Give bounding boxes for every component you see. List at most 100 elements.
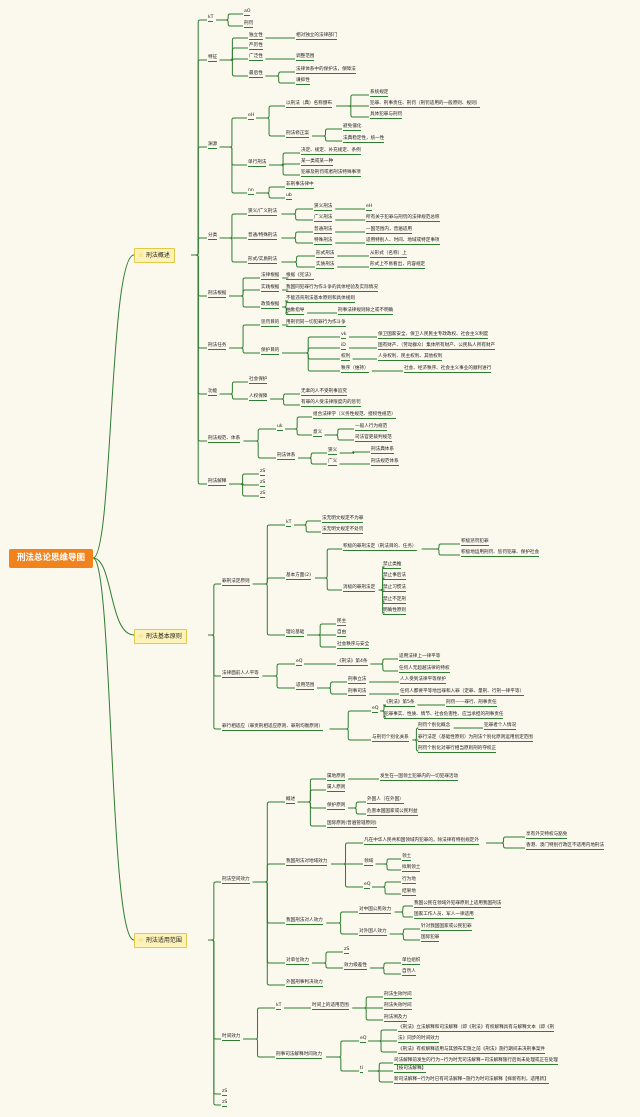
topic-node[interactable]: 一般人行为规范	[355, 424, 388, 431]
topic-node[interactable]: 广义刑法	[314, 215, 333, 222]
topic-node[interactable]: 广泛性	[249, 54, 263, 61]
root-topic[interactable]: 刑法总论思维导图	[9, 549, 93, 568]
topic-node[interactable]: 狭义刑法	[314, 204, 333, 211]
topic-node[interactable]: 明确性原则	[383, 608, 406, 615]
topic-node[interactable]: 拟制领土	[402, 865, 421, 872]
topic-node[interactable]: 无辜的人不受刑事追究	[301, 389, 347, 396]
topic-node[interactable]: 刑罚	[244, 21, 254, 28]
topic-node[interactable]: 国有财产、（劳动群众）集体所有财产、公民私人所有财产	[378, 343, 496, 350]
topic-node[interactable]: 积极惩罚犯罪	[461, 539, 489, 546]
topic-node[interactable]: 根据《宪法》	[286, 273, 314, 280]
topic-node[interactable]: 禁止类推	[383, 562, 402, 569]
topic-node[interactable]: 刑罚个别化对罪行相当原则刑的夺权正	[418, 746, 497, 753]
topic-node[interactable]: 法无明文规定不为罪	[322, 516, 364, 523]
topic-node[interactable]: 任何人都要平等地出罪和入罪（定罪、量刑、行刑一律平等）	[400, 689, 525, 696]
topic-node[interactable]: 领土	[402, 854, 412, 861]
topic-node[interactable]: 积极地运用刑罚、惩罚犯罪、保护社会	[461, 550, 540, 557]
topic-node[interactable]: 禁止事后法	[383, 573, 406, 580]
topic-node[interactable]: 时间上的适用范围	[312, 1003, 349, 1010]
topic-node[interactable]: 刑法任务	[208, 343, 227, 350]
topic-node[interactable]: 刑事司法解释时间效力	[276, 1052, 322, 1059]
topic-node[interactable]: eH	[366, 204, 373, 211]
topic-node[interactable]: zS	[260, 480, 266, 487]
topic-node[interactable]: zS	[222, 1100, 228, 1107]
topic-node[interactable]: 刑法溯及力	[384, 1015, 407, 1022]
topic-node[interactable]: 《刑法》第5条	[384, 700, 415, 707]
topic-node[interactable]: 刑法空间效力	[222, 877, 250, 884]
topic-node[interactable]: 犯罪及刑罚或者刑法特殊事项	[301, 170, 361, 177]
topic-node[interactable]: 我国公民在领域外犯罪原则上适用我国刑法	[414, 901, 502, 908]
topic-node[interactable]: 刑法生效时间	[384, 992, 412, 999]
topic-node[interactable]: 对外国人效力	[359, 929, 387, 936]
topic-node[interactable]: 概述	[286, 797, 296, 804]
topic-node[interactable]: 适用范围	[296, 683, 315, 690]
topic-node[interactable]: 秩序（维持）	[341, 366, 369, 373]
topic-node[interactable]: eQ	[364, 882, 371, 889]
topic-node[interactable]: zS	[222, 1089, 228, 1096]
topic-node[interactable]: 普通/特殊刑法	[248, 233, 278, 240]
topic-node[interactable]: 人人受到法律平等保护	[400, 677, 446, 684]
topic-node[interactable]: 刑事司法	[348, 689, 367, 696]
topic-node[interactable]: 严厉性	[249, 43, 263, 50]
topic-node[interactable]: 我国同犯罪行为作斗争的具体经验及实际情况	[286, 285, 378, 292]
topic-node[interactable]: nn	[248, 188, 254, 195]
topic-node[interactable]: 一国范围内，普遍适用	[366, 227, 412, 234]
topic-node[interactable]: 理论基础	[286, 630, 305, 637]
topic-node[interactable]: 广义	[328, 459, 338, 466]
topic-node[interactable]: 刑事法律规则除之或不明确	[338, 308, 394, 315]
topic-node[interactable]: 相对独立的法律部门	[296, 33, 338, 40]
topic-node[interactable]: 刑事立法	[348, 677, 367, 684]
topic-node[interactable]: 国家工作人员、军人一律适用	[414, 912, 474, 919]
topic-node[interactable]: 功能	[208, 389, 218, 396]
topic-node[interactable]: 外国刑事判决效力	[286, 980, 323, 987]
topic-node[interactable]: 社会、经济秩序、社会主义事业的顺利进行	[404, 366, 492, 373]
topic-node[interactable]: 惩罚目的	[261, 320, 280, 327]
topic-node[interactable]: 具体犯罪与刑罚	[370, 112, 403, 119]
topic-node[interactable]: 自然人	[402, 969, 416, 976]
topic-node[interactable]: 我国刑法对人效力	[286, 918, 323, 925]
topic-node[interactable]: 适用特别人、时间、地域或特定事项	[366, 238, 440, 245]
topic-node[interactable]: 分类	[208, 233, 218, 240]
topic-node[interactable]: 人权保障	[249, 394, 268, 401]
topic-node[interactable]: zS	[260, 491, 266, 498]
topic-node[interactable]: 决定、规定、补充规定、条例	[301, 148, 361, 155]
topic-node[interactable]: zS	[260, 469, 266, 476]
topic-node[interactable]: 避免僵化	[343, 124, 362, 131]
topic-node[interactable]: 国际原则(普遍管辖原则)	[327, 821, 377, 828]
topic-node[interactable]: 消极的罪刑法定	[343, 585, 376, 592]
topic-node[interactable]: 形式刑法	[316, 251, 335, 258]
topic-node[interactable]: 某一类或某一种	[301, 159, 334, 166]
topic-node[interactable]: 社会秩序与安全	[337, 642, 370, 649]
topic-node[interactable]: 与刑罚个别化关系	[372, 735, 409, 742]
topic-node[interactable]: 罪行相适应（罪责刑相适应原则、罪刑均衡原则）	[222, 724, 324, 731]
topic-node[interactable]: 非刑事法律中	[286, 182, 314, 189]
topic-node[interactable]: 狭义/广义刑法	[248, 209, 278, 216]
topic-node[interactable]: 系统规定	[370, 90, 389, 97]
topic-node[interactable]: zS	[344, 947, 350, 954]
topic-node[interactable]: 保护目的	[261, 348, 280, 355]
topic-node[interactable]: 刑罚——罪行、刑事责任	[446, 700, 497, 707]
topic-node[interactable]: 法律体系中的保护法，保障法	[296, 67, 356, 74]
topic-node[interactable]: 保卫国家安全、保卫人民民主专政政权、社会主义制度	[378, 332, 489, 339]
topic-node[interactable]: 对单位效力	[286, 958, 309, 965]
topic-node[interactable]: 发生在一国领土犯罪内的一切犯罪活动	[380, 774, 459, 781]
topic-node[interactable]: 犯罪事实、性质、情节、社会危害性、应当承担的刑事责任	[384, 712, 504, 719]
topic-node[interactable]: 人身权利、民主权利、其他权利	[378, 354, 443, 361]
topic-node[interactable]: 所有关于犯罪与刑罚的法律规范总称	[366, 215, 440, 222]
topic-node[interactable]: 国际犯罪	[421, 935, 440, 942]
topic-node[interactable]: 社会保护	[249, 377, 268, 384]
topic-node[interactable]: 行为地	[402, 877, 416, 884]
topic-node[interactable]: 刑法根据	[208, 291, 227, 298]
topic-node[interactable]: uk	[277, 424, 283, 431]
topic-node[interactable]: 实质刑法	[316, 262, 335, 269]
topic-node[interactable]: 对中国公民效力	[359, 907, 392, 914]
topic-node[interactable]: 谦抑性	[296, 78, 310, 85]
branch-scope-of-application[interactable]: ☆刑法适用范围	[134, 933, 187, 948]
topic-node[interactable]: 犯罪者个人情况	[484, 723, 517, 730]
topic-node[interactable]: aO	[244, 9, 251, 16]
branch-basic-principles[interactable]: ☆刑法基本原则	[134, 629, 187, 644]
topic-node[interactable]: kT	[276, 1003, 282, 1010]
topic-node[interactable]: 【按司法解释】	[394, 1066, 427, 1073]
topic-node[interactable]: 我国刑法对地域效力	[286, 859, 328, 866]
topic-node[interactable]: 法》同步的时间效力	[398, 1036, 440, 1043]
